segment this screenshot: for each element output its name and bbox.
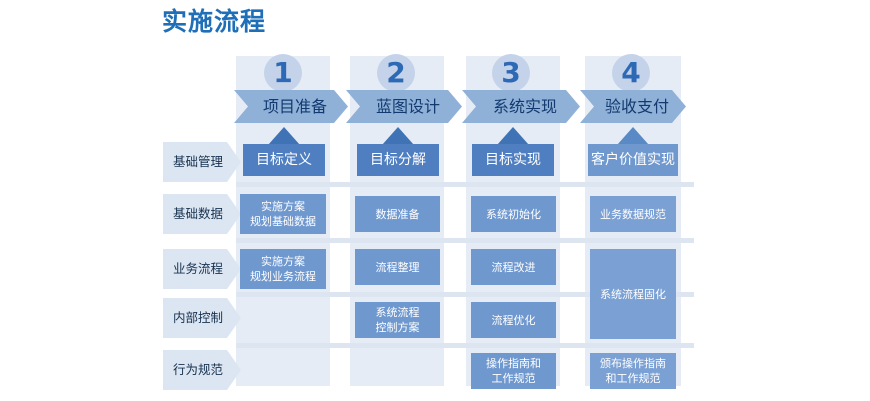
cell-line: 工作规范	[491, 372, 536, 385]
row-label-text: 内部控制	[173, 310, 224, 325]
cell-line: 控制方案	[375, 321, 420, 334]
phase-goal-1: 目标定义	[243, 144, 325, 176]
phase-number-4: 4	[612, 54, 650, 92]
cell-c1-flow: 实施方案 规划业务流程	[240, 249, 326, 289]
row-label-basic-data: 基础数据	[163, 194, 241, 234]
cell-c3-norm: 操作指南和 工作规范	[471, 353, 556, 389]
phase-chevron-1: 项目准备	[234, 90, 348, 123]
row-label-text: 行为规范	[173, 362, 224, 377]
cell-c3-control: 流程优化	[471, 302, 556, 338]
row-label-basic-management: 基础管理	[163, 142, 241, 182]
row-label-text: 基础数据	[173, 206, 224, 221]
cell-c2-flow: 流程整理	[355, 249, 440, 285]
cell-line: 操作指南和	[486, 357, 541, 370]
phase-goal-4: 客户价值实现	[588, 144, 678, 176]
phase-number-1: 1	[264, 54, 302, 92]
cell-line: 实施方案	[261, 200, 305, 213]
cell-c4-norm: 颁布操作指南 和工作规范	[590, 353, 676, 389]
cell-c2-data: 数据准备	[355, 196, 440, 232]
row-label-behavior-norms: 行为规范	[163, 350, 241, 390]
cell-c3-flow: 流程改进	[471, 249, 556, 285]
phase-goal-3: 目标实现	[472, 144, 554, 176]
cell-line: 规划业务流程	[250, 270, 316, 283]
page-title: 实施流程	[162, 7, 267, 36]
cell-c3-data: 系统初始化	[471, 196, 556, 232]
cell-c4-flow: 系统流程固化	[590, 249, 676, 339]
cell-c2-control: 系统流程 控制方案	[355, 302, 440, 338]
phase-chevron-4: 验收支付	[580, 90, 686, 123]
phase-number-3: 3	[492, 54, 530, 92]
row-label-internal-control: 内部控制	[163, 298, 241, 338]
cell-line: 和工作规范	[605, 372, 661, 385]
row-separator	[236, 182, 694, 187]
phase-chevron-3: 系统实现	[462, 90, 580, 123]
cell-line: 系统流程	[375, 306, 420, 319]
row-label-text: 基础管理	[173, 154, 224, 169]
row-label-business-process: 业务流程	[163, 249, 241, 289]
row-label-text: 业务流程	[173, 261, 224, 276]
row-separator	[236, 292, 694, 297]
cell-line: 颁布操作指南	[600, 357, 666, 370]
cell-line: 规划基础数据	[250, 215, 316, 228]
row-separator	[236, 343, 694, 348]
cell-c1-data: 实施方案 规划基础数据	[240, 194, 326, 234]
phase-chevron-2: 蓝图设计	[346, 90, 462, 123]
row-separator	[236, 238, 694, 243]
phase-goal-2: 目标分解	[357, 144, 439, 176]
phase-number-2: 2	[377, 54, 415, 92]
cell-line: 实施方案	[261, 255, 305, 268]
cell-c4-data: 业务数据规范	[590, 196, 676, 232]
